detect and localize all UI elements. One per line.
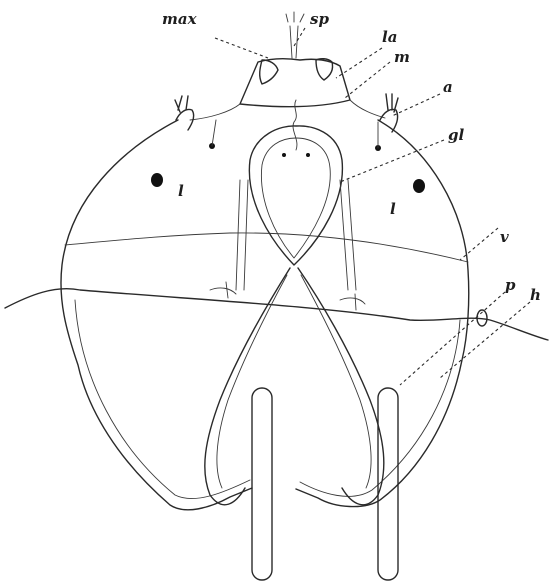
label-max: max — [162, 10, 198, 28]
bristle-left-line — [212, 120, 216, 146]
label-la: la — [382, 28, 397, 46]
leader-m — [345, 62, 390, 98]
duct-left — [236, 180, 248, 290]
leader-sp — [294, 28, 305, 46]
duct-right — [340, 180, 356, 290]
leader-a — [392, 94, 440, 116]
inner-lobe-right — [300, 320, 460, 496]
leader-gl — [340, 140, 444, 182]
body-outline — [61, 120, 469, 510]
eye-spot-left — [151, 173, 163, 187]
ventral-line — [65, 233, 468, 262]
tube-right-inner — [301, 275, 371, 488]
label-a: a — [443, 78, 453, 96]
leader-h — [440, 302, 530, 378]
labium — [190, 100, 385, 120]
label-m: m — [394, 48, 410, 66]
label-h: h — [530, 286, 541, 304]
leader-v — [460, 228, 498, 260]
gland-dot-1 — [282, 153, 286, 157]
midline-suture — [293, 100, 297, 150]
gland-dot-2 — [306, 153, 310, 157]
eye-spot-right — [413, 179, 425, 193]
leader-p — [400, 292, 505, 385]
maxilla-left — [260, 60, 278, 84]
label-gl: gl — [448, 126, 464, 144]
label-l-right: l — [390, 200, 396, 218]
antenna-left — [175, 96, 194, 130]
leader-max — [215, 38, 268, 58]
head-plate — [240, 59, 350, 107]
branch-right — [340, 294, 365, 310]
rod-left — [252, 388, 272, 580]
gland-inner — [261, 138, 330, 258]
inner-lobe-left — [75, 300, 250, 499]
branch-left — [210, 282, 236, 298]
label-v: v — [500, 228, 509, 246]
label-l-left: l — [178, 182, 184, 200]
label-sp: sp — [310, 10, 329, 28]
label-p: p — [505, 276, 516, 294]
